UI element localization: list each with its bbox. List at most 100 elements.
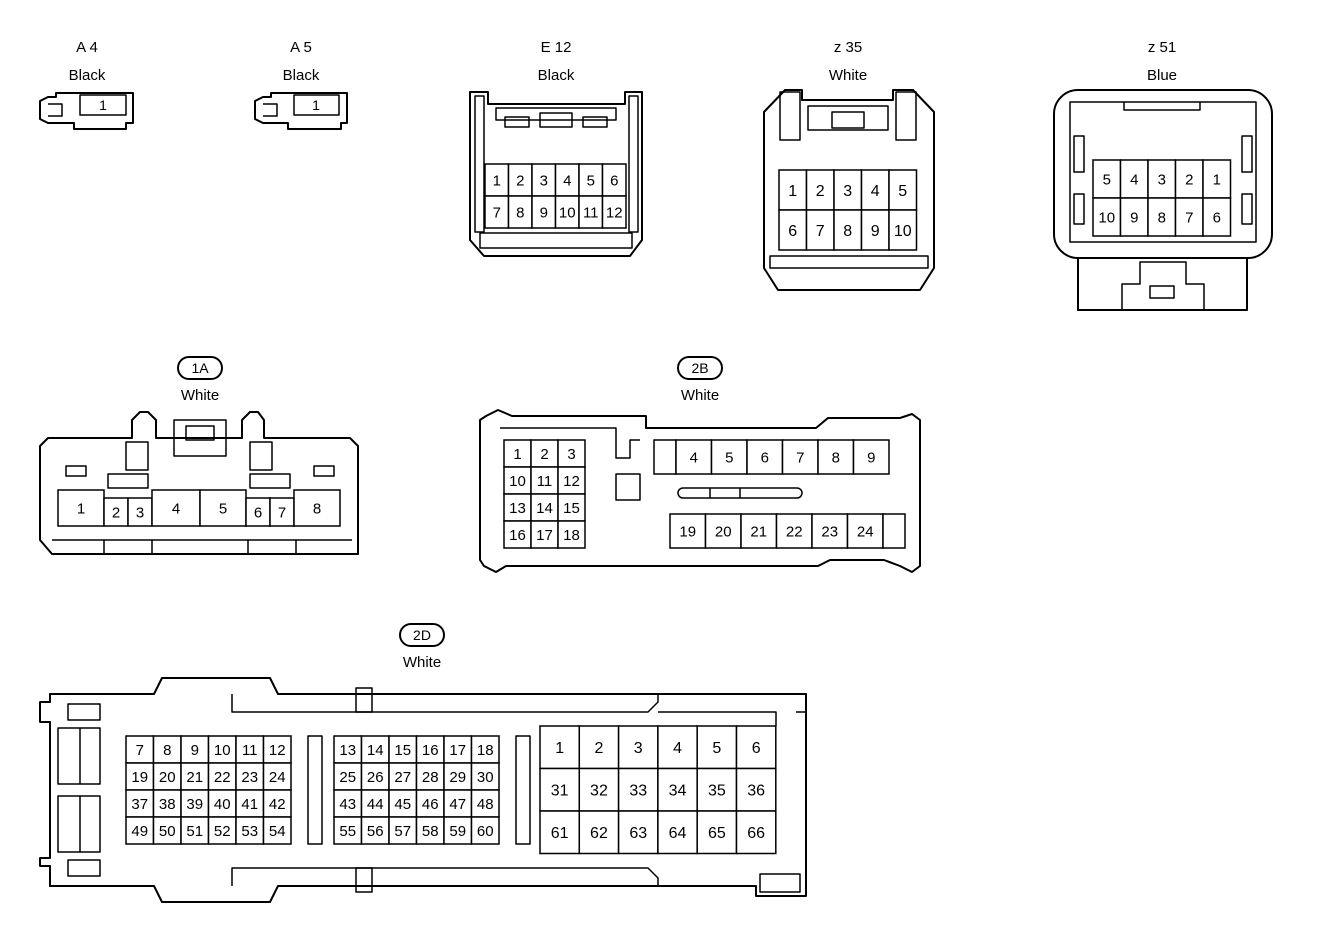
pin-cell [735,725,777,770]
pin-number: 16 [422,742,439,759]
pin-number: 53 [241,823,258,840]
pin-number: 5 [219,500,227,517]
pin-number: 60 [477,823,494,840]
pin-cell [470,789,500,818]
pin-number: 2 [540,446,548,463]
pin-number: 47 [449,796,466,813]
pin-cell [657,810,698,855]
pin-number: 56 [367,823,384,840]
pin-cell [1202,159,1232,199]
pin-cell [657,767,698,812]
pin-number: 45 [394,796,411,813]
pin-cell [199,489,247,527]
pin-cell [443,762,473,791]
pin: 1 [312,97,320,113]
connector-2d-id: 2D [413,627,431,643]
pin-cell [470,762,500,791]
pin-number: 17 [536,527,553,544]
pin-number: 1 [555,740,564,757]
pin-number: 20 [715,523,732,540]
pin-number: 17 [449,742,466,759]
pin-cell [125,735,155,764]
pin-cell [125,789,155,818]
pin-number: 7 [278,504,286,521]
pin-number: 3 [136,504,144,521]
pin-number: 43 [339,796,356,813]
connector-2b-id: 2B [691,360,708,376]
connector-a5: A 5 Black 1 [254,39,348,130]
pin-number: 4 [673,740,682,757]
connector-a4: A 4 Black 1 [39,39,134,130]
pin-number: 30 [477,769,494,786]
connector-2d-color: White [403,654,441,671]
pin-cell [578,810,620,855]
pin-number: 11 [537,473,553,490]
pin-cell [262,762,292,791]
pin-cell [293,489,341,527]
connector-z51-color: Blue [1147,67,1177,84]
pin-cell [888,209,918,251]
pin-number: 1 [788,183,797,200]
pin-number: 3 [567,446,575,463]
pin-number: 15 [394,742,411,759]
pin-number: 10 [214,742,231,759]
pin-cell [235,816,265,845]
pin-number: 23 [821,523,838,540]
pin-number: 52 [214,823,231,840]
pin-number: 14 [536,500,553,517]
pin-number: 12 [563,473,580,490]
pin-number: 3 [1158,171,1166,188]
pin-number: 10 [509,473,526,490]
connector-z35-id: z 35 [834,39,862,56]
pin-number: 23 [241,769,258,786]
pin-number: 46 [422,796,439,813]
pin-number: 21 [750,523,767,540]
pin-cell [653,439,677,475]
pin-number: 44 [367,796,384,813]
pin-number: 49 [131,823,148,840]
pin-number: 7 [1185,209,1193,226]
pin-cell [696,767,738,812]
pin-number: 41 [241,796,258,813]
pin-number: 5 [725,449,733,466]
pin-number: 7 [493,204,501,221]
pin-number: 13 [509,500,526,517]
pin-cell [415,789,445,818]
pin-number: 13 [339,742,356,759]
connector-e12-color: Black [538,67,575,84]
pin: 1 [99,97,107,113]
pin-cell [557,493,586,522]
pin-number: 39 [186,796,203,813]
pin-number: 20 [159,769,176,786]
pin-cell [805,169,835,211]
pin-number: 19 [679,523,696,540]
connector-a5-id: A 5 [290,39,312,56]
pin-number: 2 [516,172,524,189]
pin-number: 4 [172,500,180,517]
pin-number: 2 [594,740,603,757]
pin-cell [846,513,884,549]
pin-number: 62 [590,825,608,842]
pin-number: 3 [540,172,548,189]
pin-cell [443,816,473,845]
pin-number: 4 [1130,171,1138,188]
pin-number: 28 [422,769,439,786]
pin-number: 1 [493,172,501,189]
pin-number: 4 [690,449,698,466]
pin-number: 24 [857,523,874,540]
pin-cell [180,762,210,791]
pin-number: 22 [786,523,803,540]
pin-number: 4 [871,183,880,200]
pin-number: 3 [634,740,643,757]
pin-number: 18 [563,527,580,544]
pin-cell [269,497,295,527]
pin-number: 6 [1213,209,1221,226]
pin-number: 4 [563,172,571,189]
pin-number: 27 [394,769,411,786]
pin-number: 51 [186,823,203,840]
pin-cell [1119,197,1149,237]
connector-z51-id: z 51 [1148,39,1176,56]
